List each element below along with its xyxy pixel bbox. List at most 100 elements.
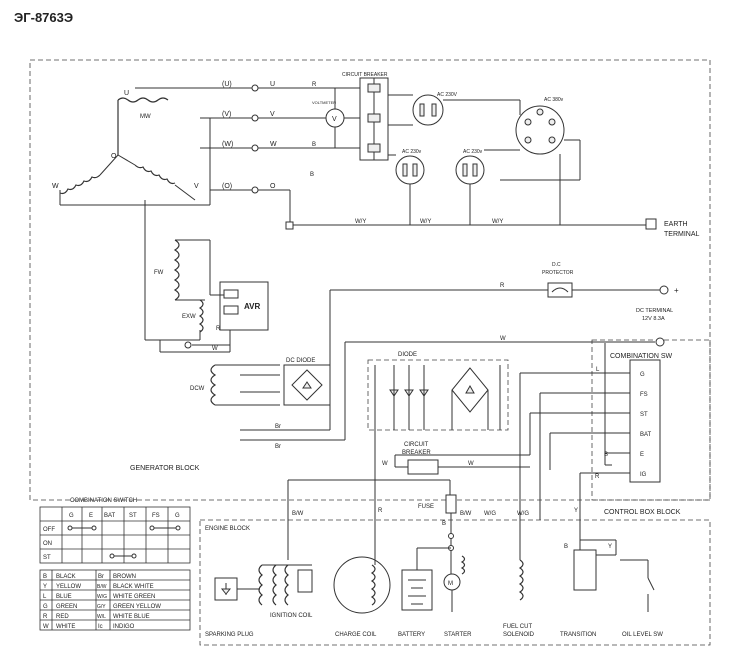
combination-switch <box>629 359 661 483</box>
circuit-breaker-top <box>359 77 389 161</box>
wire-label-r1: R <box>312 82 317 88</box>
socket-ac230v-b-label: AC 230v <box>402 149 422 155</box>
combo-terminal-g: G <box>640 372 645 378</box>
wire-label-wg1: W/G <box>484 511 496 517</box>
earth-terminal-label-1: EARTH <box>664 221 688 228</box>
terminal-v: V <box>270 111 275 118</box>
wire-label-r-dc: R <box>500 283 505 289</box>
battery-label: BATTERY <box>398 632 425 638</box>
dc-winding <box>210 364 280 406</box>
dc-terminal-label-1: DC TERMINAL <box>636 308 673 314</box>
color-legend: B BLACK Br BROWN Y YELLOW B/W BLACK WHIT… <box>39 569 191 631</box>
fuse <box>445 494 457 551</box>
legend-code: W/G <box>97 594 107 600</box>
wire-label-b-trans: B <box>564 544 568 550</box>
wire-label-bw-fuse: B/W <box>460 511 472 517</box>
coil-v-label: V <box>194 183 199 190</box>
terminal-w-paren: (W) <box>222 141 233 148</box>
legend-color: BROWN <box>113 574 136 580</box>
wire-label-b1: B <box>312 142 316 148</box>
dc-protector <box>329 282 669 430</box>
switch-col-fs: FS <box>152 513 160 519</box>
voltmeter <box>325 88 345 148</box>
dc-terminal-label-2: 12V 8.3A <box>642 316 665 322</box>
control-box-block-label: CONTROL BOX BLOCK <box>604 509 681 516</box>
coil-fw-label: FW <box>154 270 164 276</box>
legend-code: Br <box>98 574 104 580</box>
legend-color: YELLOW <box>56 584 81 590</box>
generator-block-frame <box>29 59 711 501</box>
combo-switch-wiring <box>519 343 630 540</box>
combination-sw-label: COMBINATION SW <box>610 353 672 360</box>
legend-color: GREEN YELLOW <box>113 604 161 610</box>
avr-unit <box>144 200 269 353</box>
dc-protector-label-2: PROTECTOR <box>542 270 574 276</box>
switch-col-g2: G <box>175 513 180 519</box>
legend-code: B/W <box>97 584 107 590</box>
legend-color: BLACK WHITE <box>113 584 154 590</box>
switch-row-on: ON <box>43 541 52 547</box>
diode-label: DIODE <box>398 352 417 358</box>
combo-terminal-fs: FS <box>640 392 648 398</box>
earth-line <box>285 218 657 230</box>
fuel-cut-solenoid-label-2: SOLENOID <box>503 632 535 638</box>
sparking-plug-label: SPARKING PLUG <box>205 632 254 638</box>
wire-label-w-dc: W <box>500 336 506 342</box>
wire-label-wy2: W/Y <box>420 219 431 225</box>
legend-color: RED <box>56 614 69 620</box>
switch-table-title: COMBINATION SWITCH <box>70 498 137 504</box>
socket-ac230v-label: AC 230V <box>437 92 458 98</box>
legend-code: R <box>43 614 48 620</box>
socket-wiring <box>388 94 581 225</box>
wire-label-w-cb2: W <box>468 461 474 467</box>
field-winding <box>173 239 210 301</box>
terminal-v-paren: (V) <box>222 111 231 118</box>
starter-label: STARTER <box>444 632 472 638</box>
wire-label-r-charge: R <box>378 508 383 514</box>
coil-dcw-label: DCW <box>190 386 205 392</box>
terminal-u-paren: (U) <box>222 81 232 88</box>
wire-label-b3: B <box>310 172 314 178</box>
dc-diode-label: DC DIODE <box>286 358 315 364</box>
terminal-w: W <box>270 141 277 148</box>
circuit-breaker-mid-label-1: CIRCUIT <box>404 442 429 448</box>
circuit-breaker-mid-label-2: BREAKER <box>402 450 431 456</box>
excitation-winding <box>198 299 204 333</box>
earth-terminal-label-2: TERMINAL <box>664 231 700 238</box>
dc-plus-sign: + <box>674 286 679 295</box>
voltmeter-symbol: V <box>332 116 337 123</box>
terminal-o-paren: (O) <box>222 183 232 190</box>
legend-color: BLUE <box>56 594 72 600</box>
socket-ac230v-c-label: AC 230v <box>463 149 483 155</box>
charge-coil <box>333 520 391 614</box>
legend-color: BLACK <box>56 574 76 580</box>
fuel-cut-solenoid <box>518 540 524 601</box>
combo-terminal-ig: IG <box>640 472 647 478</box>
dc-diode-bridge <box>283 364 331 406</box>
dc-protector-label-1: D.C <box>552 262 561 268</box>
control-box-frame <box>591 339 711 501</box>
socket-ac230v-b <box>395 155 425 185</box>
coil-exw-label: EXW <box>182 314 196 320</box>
ignition-coil-label: IGNITION COIL <box>270 613 313 619</box>
oil-level-sw-label: OIL LEVEL SW <box>622 632 663 638</box>
wire-label-b2: B <box>604 452 608 458</box>
engine-block-label: ENGINE BLOCK <box>205 526 250 532</box>
switch-row-st: ST <box>43 555 51 561</box>
switch-col-bat: BAT <box>104 513 116 519</box>
generator-block-label: GENERATOR BLOCK <box>130 465 200 472</box>
switch-row-off: OFF <box>43 527 55 533</box>
wire-label-w-avr: W <box>212 346 218 352</box>
wire-label-bw-engine: B/W <box>292 511 304 517</box>
switch-col-st: ST <box>129 513 137 519</box>
wire-label-wg2: W/G <box>517 511 529 517</box>
wire-label-w-cb: W <box>382 461 388 467</box>
wire-label-b-fuse: B <box>442 521 446 527</box>
wire-label-br1: Br <box>275 424 281 430</box>
diagram-title: ЭГ-8763Э <box>14 10 73 25</box>
coil-mw-label: MW <box>140 114 151 120</box>
legend-code: W/L <box>97 614 106 620</box>
wire-label-r-avr: R <box>216 326 221 332</box>
wire-label-br2: Br <box>275 444 281 450</box>
